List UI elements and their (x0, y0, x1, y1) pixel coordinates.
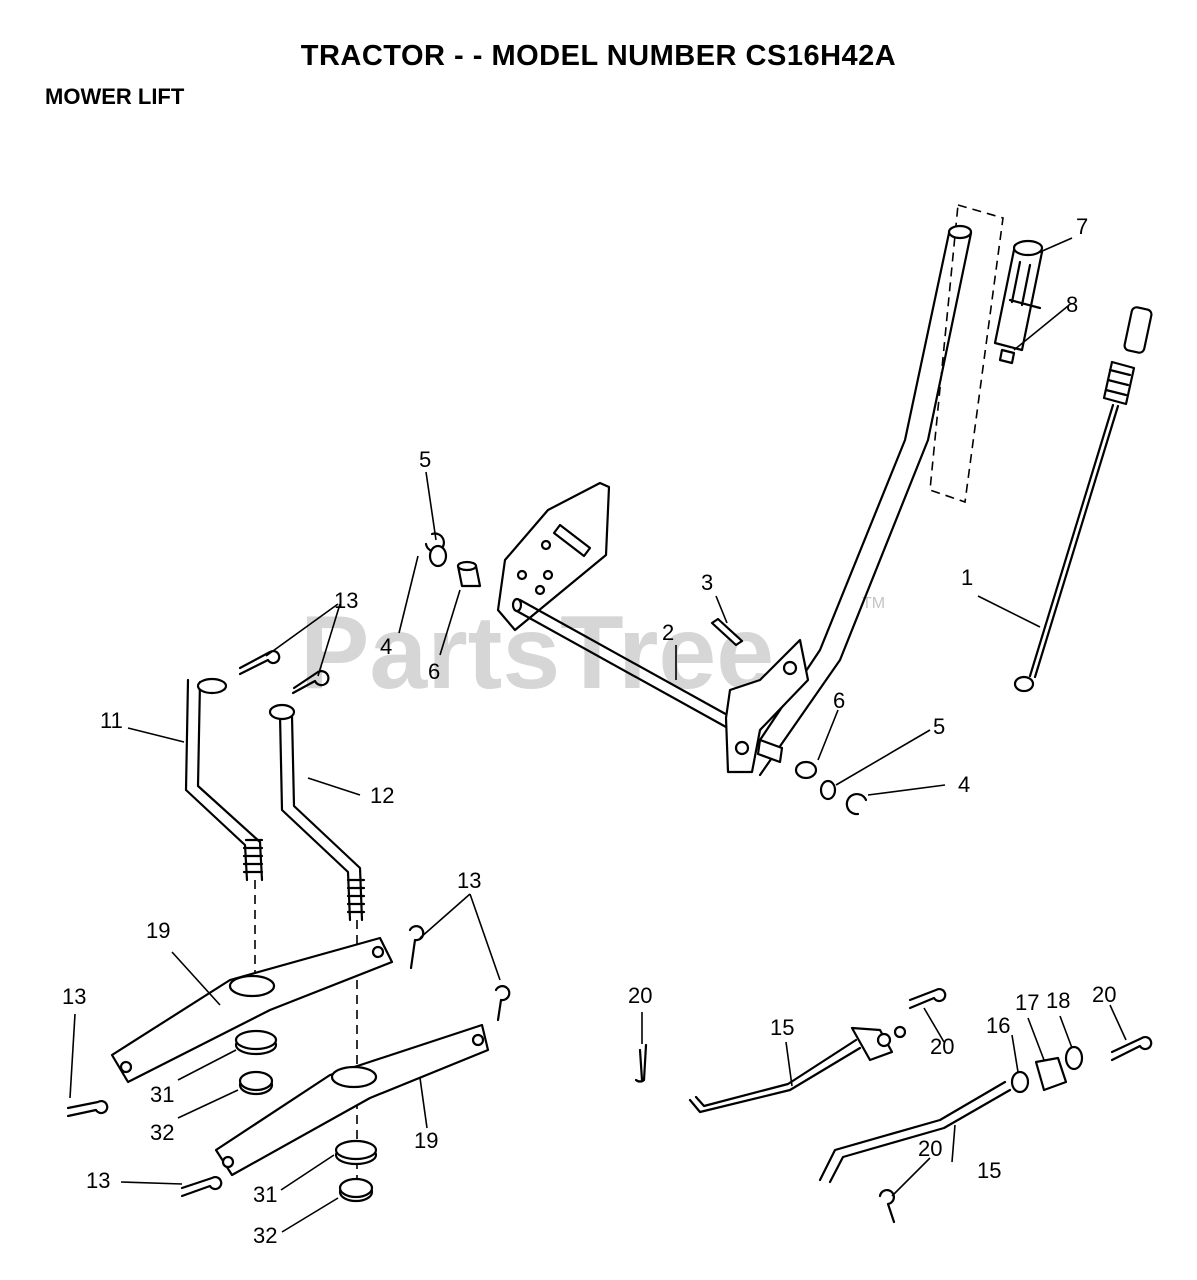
part-15-rod-upper (688, 1025, 907, 1114)
part-19-lift-arm-lower (214, 1023, 490, 1177)
callout-19: 19 (146, 918, 170, 943)
part-15-rod-lower (818, 1080, 1012, 1184)
callout-2: 2 (662, 620, 674, 645)
callout-19: 19 (414, 1128, 438, 1153)
part-17-block (1034, 1056, 1068, 1092)
part-32-nut-upper (238, 1070, 274, 1096)
part-5-washer-left (428, 544, 448, 568)
callout-13: 13 (334, 588, 358, 613)
callout-labels: 7 8 1 5 4 6 3 2 6 5 4 13 11 12 13 19 13 … (62, 214, 1116, 1248)
callout-4: 4 (958, 772, 970, 797)
part-19-lift-arm-upper (110, 936, 394, 1084)
callout-20: 20 (930, 1034, 954, 1059)
callout-20: 20 (1092, 982, 1116, 1007)
watermark-text: PartsTree (300, 595, 774, 711)
callout-32: 32 (253, 1223, 277, 1248)
part-8-screw (998, 348, 1016, 365)
phantom-handle-outline (929, 203, 1004, 504)
callout-13: 13 (457, 868, 481, 893)
callout-6: 6 (833, 688, 845, 713)
callout-13: 13 (86, 1168, 110, 1193)
part-20-cotter-pin (878, 1189, 896, 1224)
part-3-pin (710, 617, 744, 647)
part-31-bushing-lower (334, 1139, 378, 1166)
part-4-e-clip-right (845, 793, 868, 816)
callout-13: 13 (62, 984, 86, 1009)
section-title: MOWER LIFT (45, 84, 185, 109)
part-20-cotter-pin (908, 987, 947, 1010)
callout-5: 5 (419, 447, 431, 472)
callout-4: 4 (380, 634, 392, 659)
part-13-hair-pin (408, 925, 425, 970)
shaft-end-block (724, 638, 810, 774)
part-11-lift-link (184, 677, 264, 980)
part-32-nut-lower (338, 1177, 374, 1203)
callout-3: 3 (701, 570, 713, 595)
callout-11: 11 (100, 708, 123, 733)
part-1-lift-rod (1013, 306, 1153, 693)
watermark-trademark: TM (862, 595, 885, 612)
part-13-hair-pin (494, 985, 511, 1022)
part-7-handle-grip (993, 239, 1044, 352)
part-5-washer-right (819, 779, 837, 801)
callout-31: 31 (253, 1182, 277, 1207)
part-13-hair-pin (291, 670, 330, 695)
part-13-hair-pin (66, 1099, 109, 1118)
part-13-hair-pin (238, 649, 281, 676)
callout-31: 31 (150, 1082, 174, 1107)
page-title: TRACTOR - - MODEL NUMBER CS16H42A (300, 40, 897, 72)
callout-8: 8 (1066, 292, 1078, 317)
part-12-lift-link (268, 703, 366, 1180)
callout-20: 20 (628, 983, 652, 1008)
callout-5: 5 (933, 714, 945, 739)
callout-20: 20 (918, 1136, 942, 1161)
callout-12: 12 (370, 783, 394, 808)
mounting-plate (496, 481, 611, 632)
callout-1: 1 (961, 565, 973, 590)
part-20-cotter-pin (1110, 1035, 1153, 1062)
callout-17: 17 (1015, 990, 1039, 1015)
part-31-bushing-upper (234, 1029, 278, 1056)
callout-16: 16 (986, 1013, 1010, 1038)
callout-15: 15 (977, 1158, 1001, 1183)
callout-18: 18 (1046, 988, 1070, 1013)
callout-15: 15 (770, 1015, 794, 1040)
part-20-cotter-pin (634, 1043, 648, 1083)
callout-6: 6 (428, 659, 440, 684)
part-6-bushing-right (794, 760, 818, 780)
leader-lines (69, 237, 1127, 1233)
part-2-cross-shaft (511, 597, 742, 734)
part-13-hair-pin (180, 1175, 223, 1198)
callout-32: 32 (150, 1120, 174, 1145)
callout-7: 7 (1076, 214, 1088, 239)
part-16-washer (1010, 1070, 1030, 1094)
part-6-bushing-left (456, 560, 482, 588)
part-18-nut (1064, 1045, 1084, 1071)
